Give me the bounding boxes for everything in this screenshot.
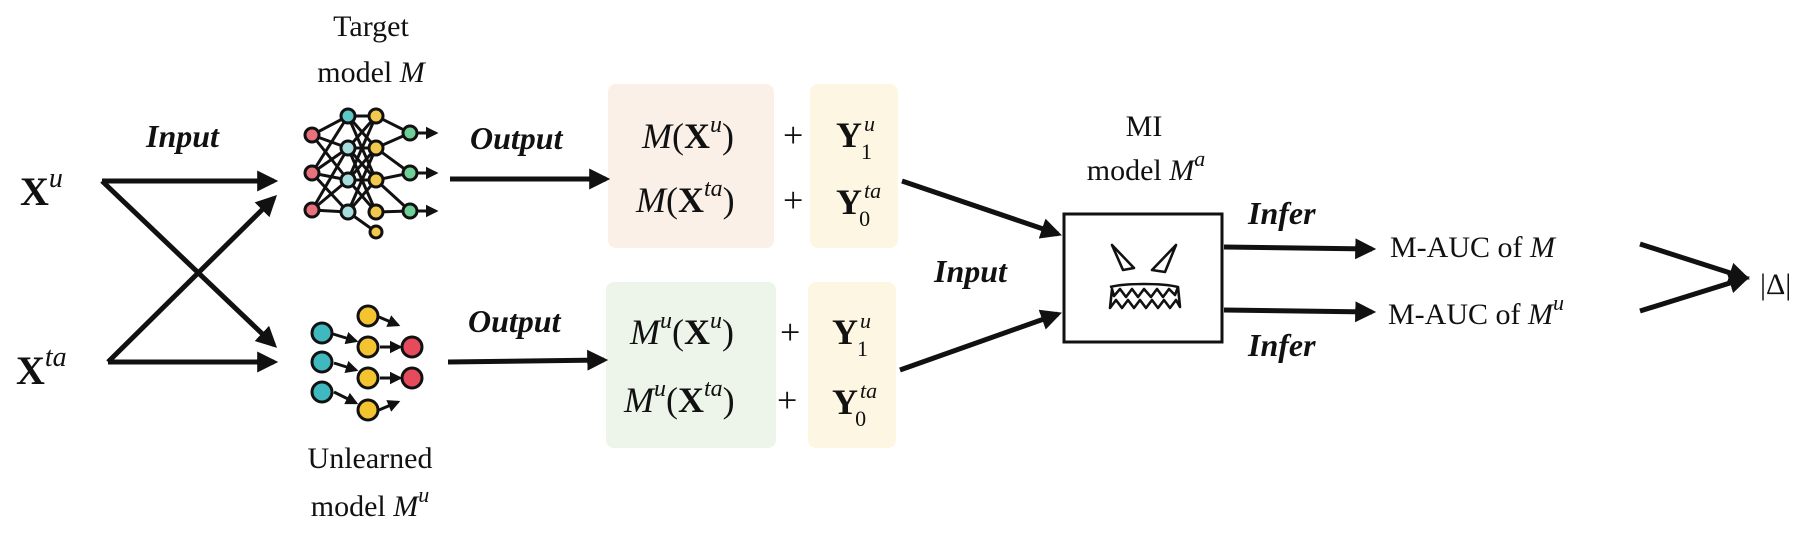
upper-plus-1: + [783, 115, 803, 155]
lower-output-row-1: Mu(Xu) [629, 308, 734, 352]
upper-output-box [608, 84, 774, 248]
unlearned-model-title: Unlearned [308, 442, 433, 475]
result-m-auc-target: M-AUC of M [1390, 231, 1557, 264]
arrow-xta-to-target [106, 195, 277, 364]
edge-label-input-2: Input [933, 253, 1008, 289]
edge-label-infer-1: Infer [1247, 195, 1316, 231]
lower-output-box [606, 282, 776, 448]
arrow-infer-1 [1223, 238, 1377, 260]
unlearned-model-subtitle: model Mu [311, 482, 430, 523]
mi-model-title: MI [1126, 110, 1163, 143]
result-m-auc-unlearned: M-AUC of Mu [1388, 290, 1564, 331]
input-x-ta: Xta [16, 342, 67, 393]
edge-label-output-2: Output [468, 303, 562, 339]
edge-label-input-1: Input [145, 118, 220, 154]
target-model-title: Target [333, 10, 409, 43]
edge-label-output-1: Output [470, 120, 564, 156]
arrow-upper-to-mi [901, 178, 1062, 239]
upper-output-row-2: M(Xta) [635, 176, 735, 220]
delta-result: |Δ| [1760, 268, 1791, 301]
arrow-xu-to-unlearned [100, 179, 278, 348]
mi-model-subtitle: model Ma [1087, 146, 1206, 187]
arrow-lower-to-mi [899, 309, 1062, 373]
arrow-unlearned-output [447, 349, 609, 371]
upper-output-row-1: M(Xu) [641, 112, 734, 156]
lower-plus-1: + [780, 312, 800, 352]
arrow-result-2-to-delta [1639, 272, 1751, 314]
node-graph-icon [310, 304, 424, 422]
arrow-infer-2 [1223, 301, 1377, 323]
lower-label-box [808, 282, 896, 448]
lower-output-row-2: Mu(Xta) [623, 376, 735, 420]
edge-label-infer-2: Infer [1247, 327, 1316, 363]
upper-plus-2: + [783, 180, 803, 220]
upper-label-box [810, 84, 898, 248]
evil-face-icon [1108, 243, 1182, 310]
lower-plus-2: + [777, 380, 797, 420]
arrow-result-1-to-delta [1639, 241, 1750, 283]
mi-model-box [1062, 212, 1224, 344]
neural-network-icon [303, 107, 439, 240]
target-model-subtitle: model M [317, 56, 427, 89]
input-x-u: Xu [20, 163, 63, 214]
